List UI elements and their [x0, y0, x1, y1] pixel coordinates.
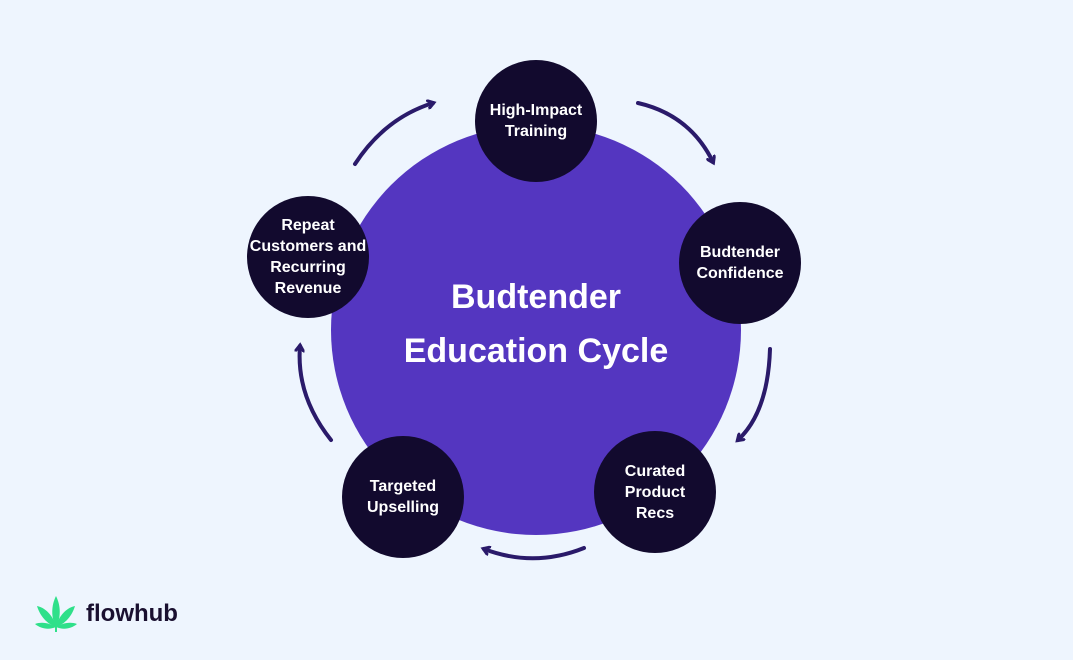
- diagram-title: Budtender Education Cycle: [403, 278, 669, 370]
- node-label: Budtender Confidence: [696, 244, 784, 282]
- flowhub-logo: flowhub: [34, 594, 178, 634]
- arrow-training-to-confidence: [636, 101, 713, 162]
- node-label: Repeat Customers and Recurring Revenue: [249, 217, 367, 297]
- node-label: Targeted Upselling: [366, 478, 439, 516]
- cannabis-leaf-icon: [35, 596, 77, 632]
- node-repeat-customers: Repeat Customers and Recurring Revenue: [247, 196, 369, 318]
- arrow-confidence-to-recs: [738, 347, 772, 440]
- brand-name: flowhub: [86, 600, 178, 627]
- arrow-upselling-to-repeat: [300, 346, 333, 442]
- node-label: Curated Product Recs: [624, 462, 686, 522]
- node-budtender-confidence: Budtender Confidence: [679, 202, 801, 324]
- arrow-recs-to-upselling: [484, 548, 586, 561]
- node-label: High-Impact Training: [489, 102, 583, 140]
- arrow-repeat-to-training: [353, 103, 433, 166]
- node-high-impact-training: High-Impact Training: [475, 60, 597, 182]
- node-targeted-upselling: Targeted Upselling: [342, 436, 464, 558]
- node-curated-product-recs: Curated Product Recs: [594, 431, 716, 553]
